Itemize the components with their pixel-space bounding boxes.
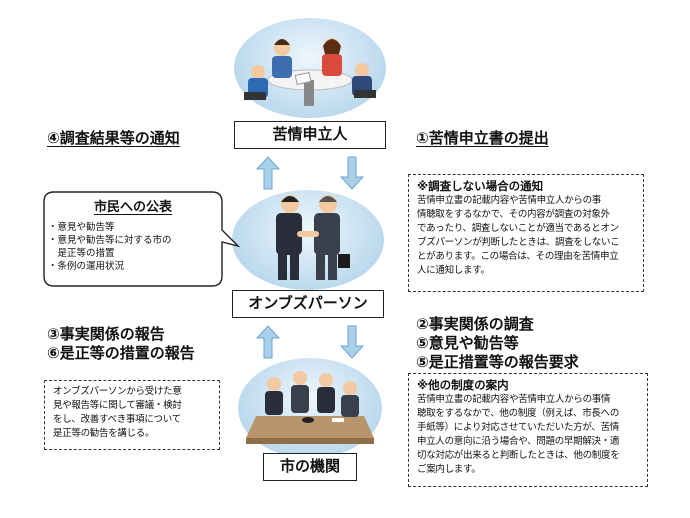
no-investigation-title: ※調査しない場合の通知 [417, 179, 635, 194]
step3-label: ③事実関係の報告 [47, 324, 165, 344]
step5a-label: ⑤意見や勧告等 [416, 333, 519, 353]
agency-note-line: 是正等の勧告を講じる。 [53, 427, 211, 441]
complainant-meeting-illustration [234, 18, 386, 118]
publication-item: ・意見や勧告等に対する市の [48, 234, 218, 247]
step2-label: ②事実関係の調査 [416, 314, 534, 334]
no-investigation-line: とがあります。この場合は、その理由を苦情申立 [417, 250, 635, 264]
step4-label: ④調査結果等の通知 [47, 128, 180, 148]
publication-bubble: 市民への公表 ・意見や勧告等 ・意見や勧告等に対する市の 是正等の措置 ・条例の… [48, 196, 218, 273]
other-systems-line: 申立人の意向に沿う場合や、問題の早期解決・適 [417, 435, 639, 449]
other-systems-title: ※他の制度の案内 [417, 378, 639, 393]
other-systems-line: ご案内します。 [417, 463, 639, 477]
complainant-node: 苦情申立人 [234, 121, 386, 149]
publication-title: 市民への公表 [48, 196, 218, 215]
no-investigation-note: ※調査しない場合の通知 苦情申立書の記載内容や苦情申立人からの事 情聴取をするな… [408, 174, 644, 292]
arrow-up-to-ombudsman [256, 325, 280, 359]
no-investigation-line: ブズパーソンが判断したときは、調査をしないこ [417, 236, 635, 250]
agency-note-line: 見や報告等に関して審議・検討 [53, 399, 211, 413]
arrow-up-to-complainant [256, 156, 280, 190]
other-systems-line: 聴取をするなかで、他の制度（例えば、市長への [417, 407, 639, 421]
other-systems-note: ※他の制度の案内 苦情申立書の記載内容や苦情申立人からの事情 聴取をするなかで、… [408, 373, 648, 487]
arrow-down-to-agency [340, 325, 364, 359]
arrow-down-to-ombudsman [340, 156, 364, 190]
step6-label: ⑥是正等の措置の報告 [47, 343, 195, 363]
publication-item: ・意見や勧告等 [48, 221, 218, 234]
city-agency-node: 市の機関 [263, 453, 357, 481]
no-investigation-line: であったり、調査しないことが適当であるとオン [417, 222, 635, 236]
other-systems-line: 切な対応が出来ると判断したときは、他の制度を [417, 449, 639, 463]
step1-label: ①苦情申立書の提出 [416, 128, 549, 148]
agency-note-line: オンブズパーソンから受けた意 [53, 385, 211, 399]
step5b-label: ⑤是正措置等の報告要求 [416, 352, 579, 372]
other-systems-line: 苦情申立書の記載内容や苦情申立人からの事情 [417, 393, 639, 407]
publication-item: 是正等の措置 [48, 247, 218, 260]
handshake-illustration [232, 190, 384, 290]
agency-note-line: をし、改善すべき事項について [53, 413, 211, 427]
agency-action-note: オンブズパーソンから受けた意 見や報告等に関して審議・検討 をし、改善すべき事項… [44, 380, 220, 450]
no-investigation-line: 人に通知します。 [417, 264, 635, 278]
other-systems-line: 手紙等）により対応させていただいた方が、苦情 [417, 421, 639, 435]
ombudsman-node: オンブズパーソン [232, 290, 384, 318]
agency-meeting-illustration [238, 358, 382, 458]
publication-item: ・条例の運用状況 [48, 260, 218, 273]
no-investigation-line: 苦情申立書の記載内容や苦情申立人からの事 [417, 194, 635, 208]
no-investigation-line: 情聴取をするなかで、その内容が調査の対象外 [417, 208, 635, 222]
